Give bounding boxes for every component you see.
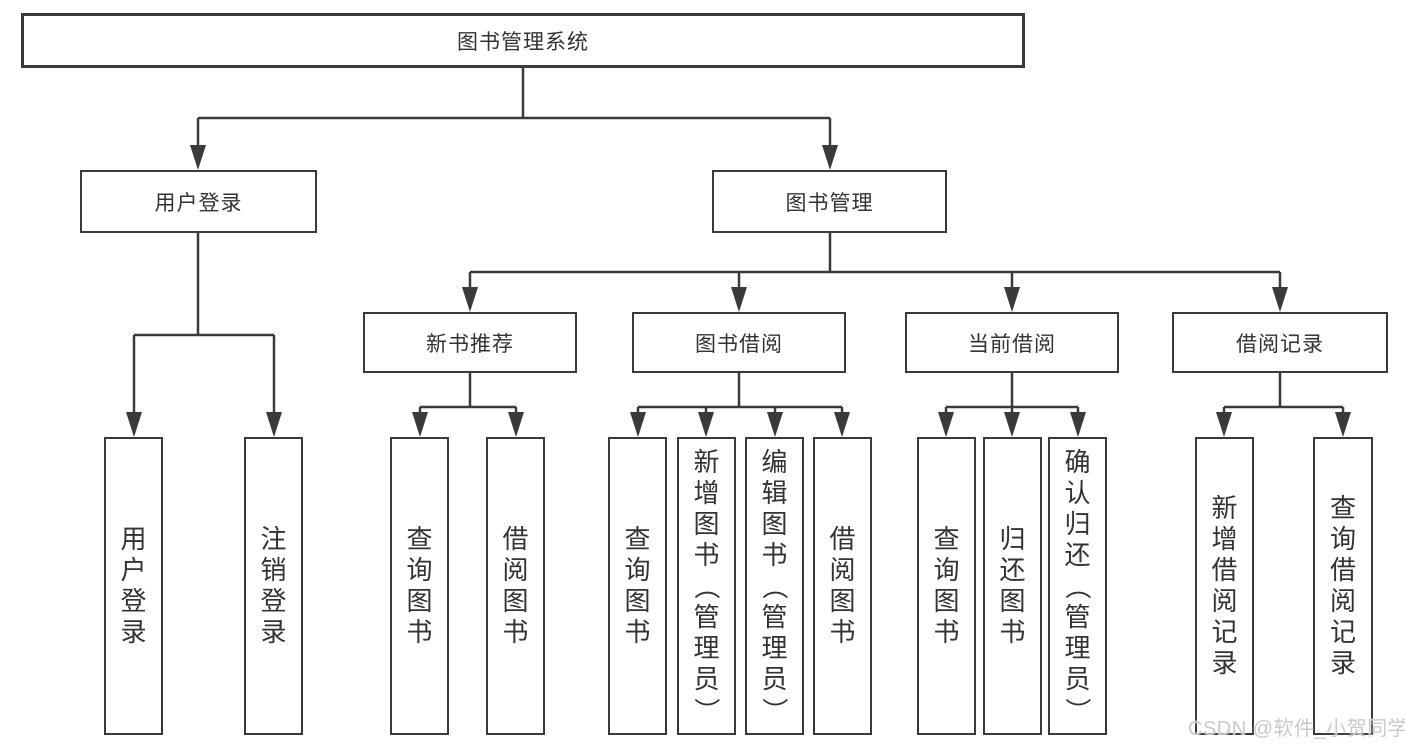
node-label: 用户登录	[120, 524, 147, 647]
arrowhead-icon	[1335, 412, 1351, 437]
arrowhead-icon	[1004, 287, 1020, 312]
node-label: 归还图书	[999, 524, 1026, 647]
arrowhead-icon	[1216, 412, 1232, 437]
leaf-borrow-book: 借阅图书	[813, 437, 872, 735]
node-new-book-recommend: 新书推荐	[363, 312, 577, 373]
leaf-user-login: 用户登录	[104, 437, 163, 735]
node-label: 编辑图书（管理员）	[759, 446, 790, 724]
leaf-logout: 注销登录	[244, 437, 303, 735]
leaf-return-book: 归还图书	[983, 437, 1042, 735]
leaf-borrow-book-recommend: 借阅图书	[486, 437, 545, 735]
leaf-add-book-admin: 新增图书（管理员）	[677, 437, 736, 735]
arrowhead-icon	[1004, 412, 1020, 437]
node-label: 查询图书	[406, 524, 433, 647]
arrowhead-icon	[1272, 287, 1288, 312]
watermark: CSDN @软件_小贺同学	[1188, 718, 1405, 740]
node-label: 当前借阅	[968, 332, 1056, 356]
arrowhead-icon	[698, 412, 714, 437]
node-borrow-record: 借阅记录	[1172, 312, 1388, 373]
node-label: 注销登录	[260, 524, 287, 647]
arrowhead-icon	[834, 412, 850, 437]
node-label: 借阅图书	[502, 524, 529, 647]
arrowhead-icon	[938, 412, 954, 437]
node-library-system: 图书管理系统	[21, 13, 1025, 68]
leaf-add-borrow-record: 新增借阅记录	[1195, 437, 1254, 735]
node-label: 确认归还（管理员）	[1062, 446, 1093, 724]
node-book-borrow: 图书借阅	[632, 312, 846, 373]
leaf-query-borrow-record: 查询借阅记录	[1313, 437, 1373, 735]
node-label: 查询借阅记录	[1329, 493, 1356, 678]
arrowhead-icon	[767, 412, 783, 437]
arrowhead-icon	[508, 412, 524, 437]
leaf-query-book-current: 查询图书	[917, 437, 976, 735]
arrowhead-icon	[731, 287, 747, 312]
arrowhead-icon	[822, 145, 838, 170]
node-label: 借阅图书	[829, 524, 856, 647]
arrowhead-icon	[630, 412, 646, 437]
arrowhead-icon	[190, 145, 206, 170]
leaf-query-book-borrow: 查询图书	[608, 437, 667, 735]
arrowhead-icon	[266, 412, 282, 437]
node-book-management: 图书管理	[712, 170, 947, 233]
node-label: 新书推荐	[426, 332, 514, 356]
leaf-edit-book-admin: 编辑图书（管理员）	[745, 437, 804, 735]
node-label: 借阅记录	[1236, 332, 1324, 356]
node-label: 图书借阅	[695, 332, 783, 356]
arrowhead-icon	[126, 412, 142, 437]
leaf-confirm-return-admin: 确认归还（管理员）	[1048, 437, 1107, 735]
arrowhead-icon	[412, 412, 428, 437]
node-label: 新增借阅记录	[1211, 493, 1238, 678]
arrowhead-icons	[126, 145, 1351, 437]
leaf-query-book-recommend: 查询图书	[390, 437, 449, 735]
node-label: 图书管理系统	[457, 30, 589, 54]
node-label: 查询图书	[933, 524, 960, 647]
node-user-login: 用户登录	[80, 170, 317, 233]
node-label: 图书管理	[785, 191, 874, 215]
connector-path	[132, 68, 1345, 416]
node-label: 查询图书	[624, 524, 651, 647]
arrowhead-icon	[1070, 412, 1086, 437]
node-label: 新增图书（管理员）	[691, 446, 722, 724]
node-current-borrow: 当前借阅	[905, 312, 1119, 373]
node-label: 用户登录	[154, 191, 243, 215]
arrowhead-icon	[462, 287, 478, 312]
